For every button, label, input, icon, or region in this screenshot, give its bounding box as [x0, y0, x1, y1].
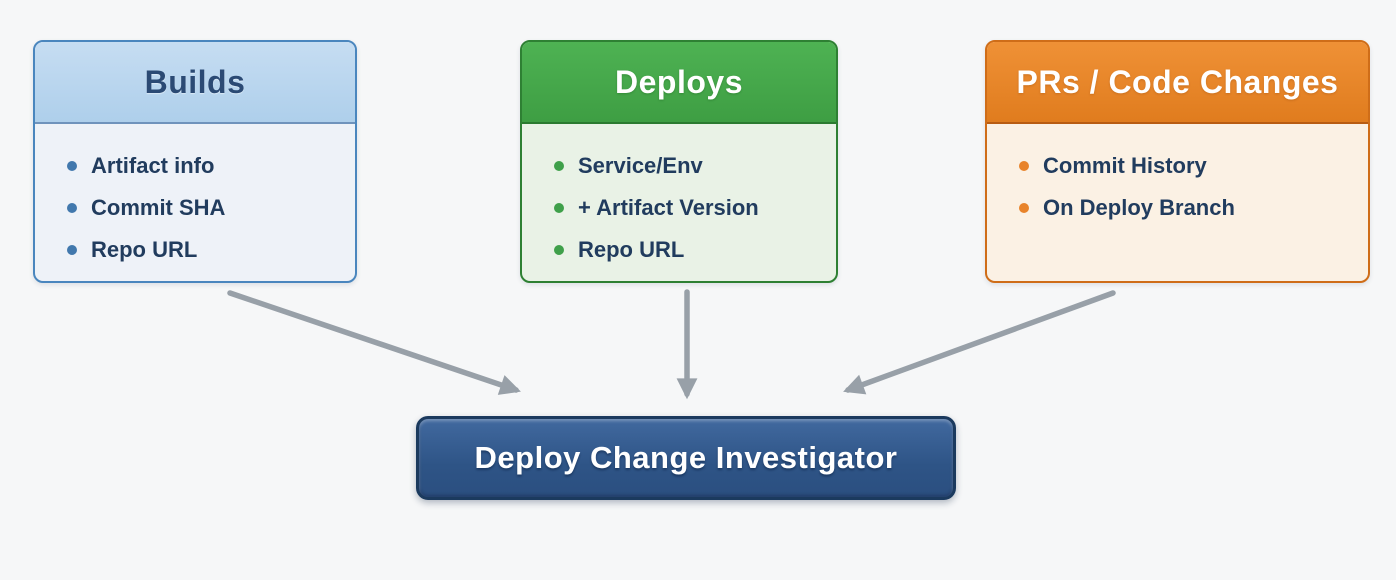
deploy-change-investigator-box: Deploy Change Investigator: [416, 416, 956, 500]
list-item-label: Repo URL: [91, 237, 198, 262]
deploys-card-title: Deploys: [522, 42, 836, 124]
list-item: Service/Env: [554, 145, 826, 187]
list-item: On Deploy Branch: [1019, 187, 1358, 229]
list-item-label: Commit History: [1043, 153, 1207, 178]
arrow-prs-to-investigator: [843, 290, 1116, 395]
builds-card-title: Builds: [35, 42, 355, 124]
list-item-label: Repo URL: [578, 237, 685, 262]
list-item-label: Artifact info: [91, 153, 215, 178]
prs-card-title: PRs / Code Changes: [987, 42, 1368, 124]
source-card-deploys: Deploys Service/Env + Artifact Version R…: [520, 40, 838, 283]
deploys-card-body: Service/Env + Artifact Version Repo URL: [522, 124, 836, 271]
source-card-builds: Builds Artifact info Commit SHA Repo URL: [33, 40, 357, 283]
bullet-icon: [554, 245, 564, 255]
list-item-label: + Artifact Version: [578, 195, 759, 220]
list-item-label: Service/Env: [578, 153, 703, 178]
arrow-builds-to-investigator: [227, 290, 521, 395]
list-item: Commit SHA: [67, 187, 345, 229]
bullet-icon: [1019, 161, 1029, 171]
source-card-prs-code-changes: PRs / Code Changes Commit History On Dep…: [985, 40, 1370, 283]
list-item-label: Commit SHA: [91, 195, 226, 220]
bullet-icon: [67, 245, 77, 255]
bullet-icon: [67, 203, 77, 213]
bullet-icon: [1019, 203, 1029, 213]
builds-card-body: Artifact info Commit SHA Repo URL: [35, 124, 355, 271]
list-item: + Artifact Version: [554, 187, 826, 229]
list-item: Artifact info: [67, 145, 345, 187]
list-item: Repo URL: [554, 229, 826, 271]
bullet-icon: [554, 161, 564, 171]
deploy-change-investigator-label: Deploy Change Investigator: [474, 440, 898, 475]
list-item: Repo URL: [67, 229, 345, 271]
bullet-icon: [554, 203, 564, 213]
list-item: Commit History: [1019, 145, 1358, 187]
prs-card-body: Commit History On Deploy Branch: [987, 124, 1368, 229]
bullet-icon: [67, 161, 77, 171]
list-item-label: On Deploy Branch: [1043, 195, 1235, 220]
